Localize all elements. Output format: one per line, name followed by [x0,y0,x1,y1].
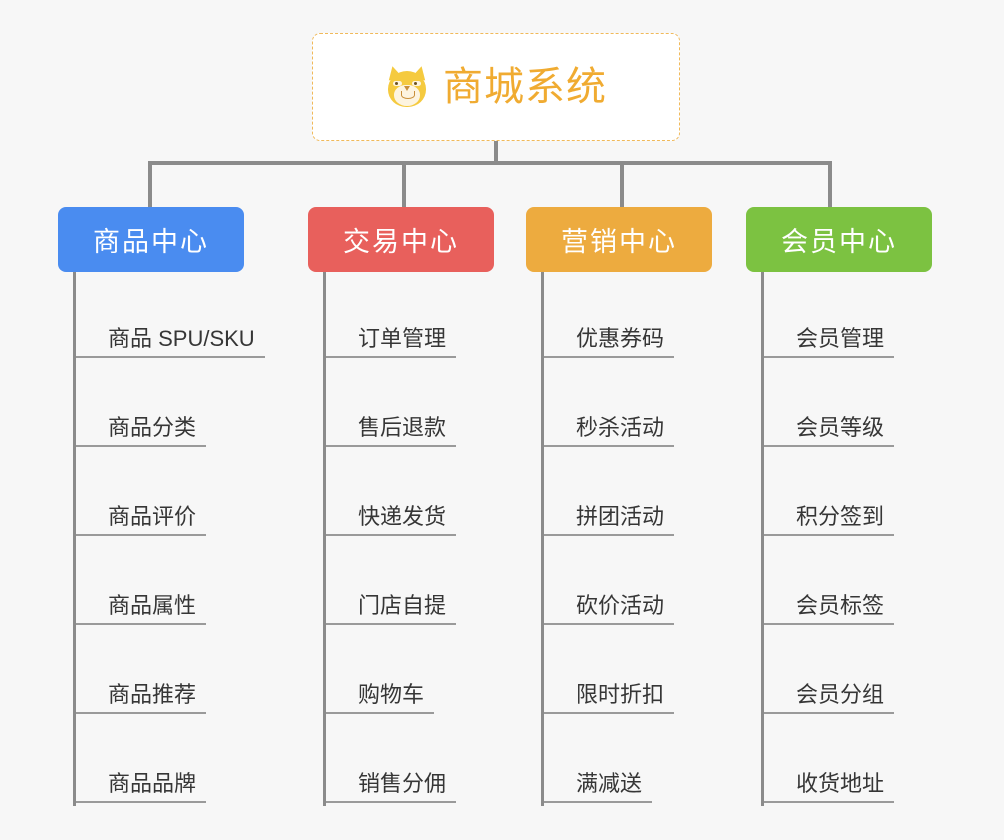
leaf-item[interactable]: 销售分佣 [326,717,494,806]
leaf-item-label: 门店自提 [326,594,457,625]
leaf-item[interactable]: 会员分组 [764,628,932,717]
connector-drop-4 [828,161,832,207]
category-header[interactable]: 会员中心 [746,207,932,272]
root-title: 商城系统 [443,65,607,109]
leaf-item-label: 拼团活动 [544,505,675,536]
leaf-item-label: 销售分佣 [326,772,457,803]
leaf-item-label: 商品评价 [76,505,207,536]
connector-drop-2 [402,161,406,207]
leaf-item-label: 订单管理 [326,327,457,358]
category-items: 优惠券码秒杀活动拼团活动砍价活动限时折扣满减送 [541,272,712,806]
leaf-item-label: 商品品牌 [76,772,207,803]
leaf-item[interactable]: 积分签到 [764,450,932,539]
category-items: 商品 SPU/SKU 商品分类商品评价商品属性商品推荐商品品牌 [73,272,265,806]
leaf-item-label: 会员分组 [764,683,895,714]
leaf-item-label: 会员等级 [764,416,895,447]
leaf-item[interactable]: 优惠券码 [544,272,712,361]
leaf-item[interactable]: 售后退款 [326,361,494,450]
shiba-dog-face-icon [385,64,429,109]
leaf-item[interactable]: 商品评价 [76,450,244,539]
category-header[interactable]: 商品中心 [58,207,244,272]
leaf-item[interactable]: 商品推荐 [76,628,244,717]
connector-drop-1 [148,161,152,207]
leaf-item[interactable]: 商品 SPU/SKU [76,272,265,361]
category-column: 会员中心会员管理会员等级积分签到会员标签会员分组收货地址 [746,207,932,806]
leaf-item-label: 会员标签 [764,594,895,625]
leaf-item-label: 售后退款 [326,416,457,447]
category-column: 交易中心订单管理售后退款快递发货门店自提购物车销售分佣 [308,207,494,806]
category-items: 订单管理售后退款快递发货门店自提购物车销售分佣 [323,272,494,806]
category-column: 营销中心优惠券码秒杀活动拼团活动砍价活动限时折扣满减送 [526,207,712,806]
connector-horizontal-bus [148,161,832,165]
leaf-item-label: 购物车 [326,683,435,714]
category-items: 会员管理会员等级积分签到会员标签会员分组收货地址 [761,272,932,806]
leaf-item[interactable]: 会员标签 [764,539,932,628]
category-header[interactable]: 营销中心 [526,207,712,272]
leaf-item-label: 商品推荐 [76,683,207,714]
leaf-item-label: 优惠券码 [544,327,675,358]
root-node[interactable]: 商城系统 [312,33,680,141]
leaf-item[interactable]: 快递发货 [326,450,494,539]
leaf-item[interactable]: 商品分类 [76,361,244,450]
leaf-item[interactable]: 收货地址 [764,717,932,806]
leaf-item[interactable]: 订单管理 [326,272,494,361]
leaf-item[interactable]: 购物车 [326,628,494,717]
leaf-item[interactable]: 拼团活动 [544,450,712,539]
category-column: 商品中心商品 SPU/SKU 商品分类商品评价商品属性商品推荐商品品牌 [58,207,265,806]
leaf-item-label: 砍价活动 [544,594,675,625]
leaf-item-label: 秒杀活动 [544,416,675,447]
leaf-item-label: 商品 SPU/SKU [76,327,265,358]
leaf-item-label: 快递发货 [326,505,457,536]
leaf-item[interactable]: 限时折扣 [544,628,712,717]
connector-drop-3 [620,161,624,207]
leaf-item[interactable]: 会员等级 [764,361,932,450]
leaf-item[interactable]: 砍价活动 [544,539,712,628]
category-header[interactable]: 交易中心 [308,207,494,272]
leaf-item[interactable]: 会员管理 [764,272,932,361]
leaf-item-label: 积分签到 [764,505,895,536]
leaf-item[interactable]: 秒杀活动 [544,361,712,450]
leaf-item[interactable]: 商品品牌 [76,717,244,806]
leaf-item-label: 收货地址 [764,772,895,803]
leaf-item-label: 限时折扣 [544,683,675,714]
connector-root-stem [494,141,498,163]
leaf-item[interactable]: 商品属性 [76,539,244,628]
leaf-item-label: 商品分类 [76,416,207,447]
leaf-item-label: 商品属性 [76,594,207,625]
leaf-item-label: 满减送 [544,772,653,803]
leaf-item[interactable]: 门店自提 [326,539,494,628]
leaf-item-label: 会员管理 [764,327,895,358]
leaf-item[interactable]: 满减送 [544,717,712,806]
